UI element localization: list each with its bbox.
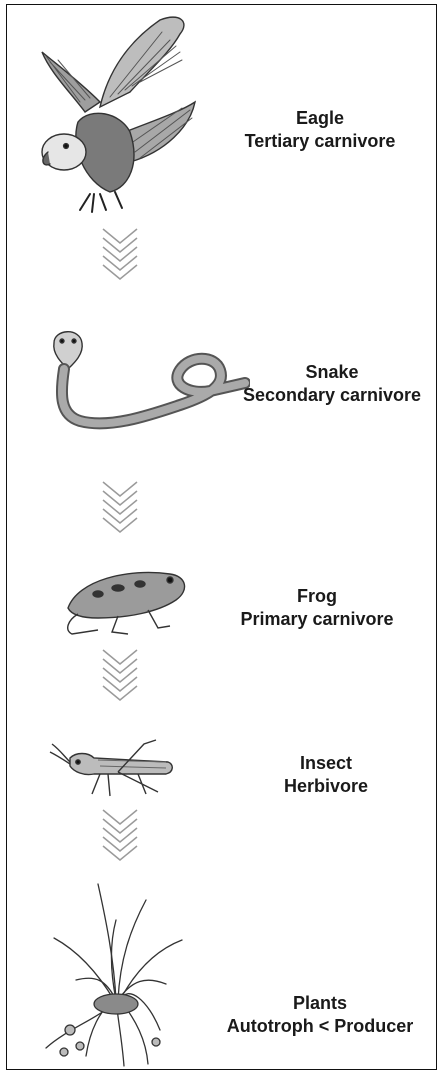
level-label-plants: Plants Autotroph < Producer [200,992,440,1038]
level-label-insect: Insect Herbivore [206,752,445,798]
chevron-down-icon [95,646,145,708]
snake-name: Snake [212,361,445,384]
eagle-role: Tertiary carnivore [200,130,440,153]
plant-icon [36,880,196,1070]
plants-role: Autotroph < Producer [200,1015,440,1038]
insect-name: Insect [206,752,445,775]
level-label-frog: Frog Primary carnivore [197,585,437,631]
level-label-snake: Snake Secondary carnivore [212,361,445,407]
snake-role: Secondary carnivore [212,384,445,407]
eagle-name: Eagle [200,107,440,130]
eagle-icon [30,12,200,217]
frog-icon [58,560,198,640]
level-label-eagle: Eagle Tertiary carnivore [200,107,440,153]
frog-role: Primary carnivore [197,608,437,631]
chevron-down-icon [95,225,145,287]
grasshopper-icon [48,722,188,802]
insect-role: Herbivore [206,775,445,798]
frog-name: Frog [197,585,437,608]
chevron-down-icon [95,478,145,540]
chevron-down-icon [95,806,145,868]
plants-name: Plants [200,992,440,1015]
